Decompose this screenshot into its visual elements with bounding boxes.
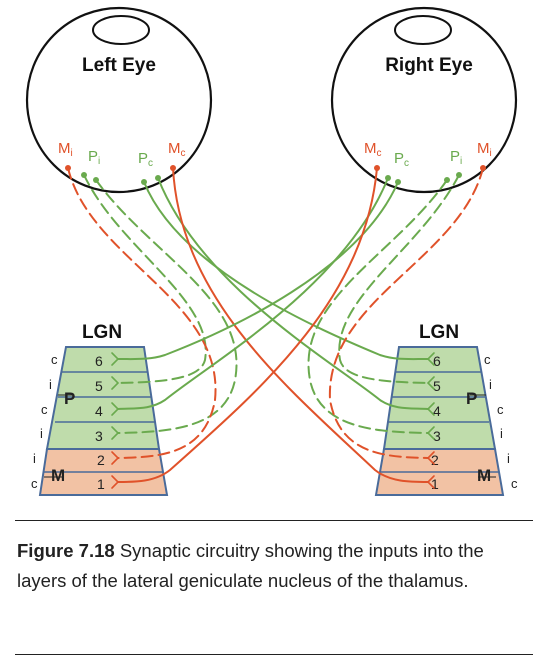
- figure-caption: Figure 7.18 Synaptic circuitry showing t…: [17, 536, 535, 596]
- left-lgn-layer-6: 6: [95, 353, 103, 369]
- right-eye-lens: [394, 15, 452, 45]
- left-lgn-side-4: c: [41, 402, 48, 417]
- right-lgn-side-6: c: [484, 352, 491, 367]
- figure-number: Figure 7.18: [17, 540, 115, 561]
- right-lgn-side-4: c: [497, 402, 504, 417]
- left-lgn-m-label: M: [51, 466, 65, 485]
- right-lgn-layer-4: 4: [433, 403, 441, 419]
- left-eye-cell-mc: Mc: [168, 140, 186, 159]
- right-lgn: LGN 6 5 4 3 2 1 c i c i i c P M: [374, 322, 518, 496]
- path-right-pc-to-left-lgn-4: [117, 177, 389, 410]
- left-eye-lens: [92, 15, 150, 45]
- left-lgn-side-1: c: [31, 476, 38, 491]
- right-eye-cell-mc: Mc: [364, 140, 382, 159]
- right-eye-label: Right Eye: [385, 55, 473, 76]
- path-right-mc-to-left-lgn-1: [117, 167, 378, 483]
- left-lgn-layer-4: 4: [95, 403, 103, 419]
- lgn-circuitry-diagram: Left Eye Right Eye Mi Pi Pc Mc Mc Pc Pi …: [25, 6, 518, 496]
- right-eye-cell-pi: Pi: [450, 148, 462, 167]
- caption-top-rule: [15, 520, 533, 521]
- left-lgn-p-label: P: [64, 389, 75, 408]
- retina-cell-bodies: [65, 165, 486, 185]
- caption-text: Synaptic circuitry showing the inputs in…: [17, 540, 484, 591]
- path-left-pc-to-right-lgn-6: [143, 181, 429, 361]
- path-right-mi-to-right-lgn-2: [328, 167, 484, 459]
- right-lgn-layer-2: 2: [431, 452, 439, 468]
- path-left-pi-to-left-lgn-3: [95, 179, 238, 434]
- right-lgn-layer-6: 6: [433, 353, 441, 369]
- left-lgn-side-2: i: [33, 451, 36, 466]
- right-lgn-title: LGN: [419, 322, 459, 343]
- path-left-mi-to-left-lgn-2: [67, 167, 217, 459]
- left-lgn-side-6: c: [51, 352, 58, 367]
- right-lgn-m-label: M: [477, 466, 491, 485]
- left-eye-cell-pi: Pi: [88, 148, 100, 167]
- left-lgn-layer-2: 2: [97, 452, 105, 468]
- left-eye: Left Eye: [25, 6, 213, 194]
- path-right-pi-to-right-lgn-5: [338, 174, 460, 384]
- right-lgn-side-3: i: [500, 426, 503, 441]
- right-lgn-layer-1: 1: [431, 476, 439, 492]
- right-lgn-layer-5: 5: [433, 378, 441, 394]
- left-lgn-layer-1: 1: [97, 476, 105, 492]
- left-eye-cell-mi: Mi: [58, 140, 73, 159]
- path-left-mc-to-right-lgn-1: [172, 167, 429, 483]
- right-lgn-side-5: i: [489, 377, 492, 392]
- right-eye-cell-pc: Pc: [394, 150, 409, 169]
- left-lgn: LGN 6 5 4 3 2 1 c i c i i c P M: [31, 322, 169, 496]
- right-eye: Right Eye: [330, 6, 518, 194]
- left-lgn-side-5: i: [49, 377, 52, 392]
- path-left-pc-to-right-lgn-4: [157, 177, 429, 410]
- left-lgn-side-3: i: [40, 426, 43, 441]
- right-lgn-p-label: P: [466, 389, 477, 408]
- right-lgn-side-2: i: [507, 451, 510, 466]
- right-lgn-layer-3: 3: [433, 428, 441, 444]
- left-lgn-layer-3: 3: [95, 428, 103, 444]
- right-eye-cell-mi: Mi: [477, 140, 492, 159]
- left-lgn-layer-5: 5: [95, 378, 103, 394]
- left-eye-label: Left Eye: [82, 55, 156, 76]
- left-lgn-title: LGN: [82, 322, 122, 343]
- path-right-pi-to-right-lgn-3: [307, 179, 448, 434]
- left-eye-cell-pc: Pc: [138, 150, 153, 169]
- right-lgn-side-1: c: [511, 476, 518, 491]
- caption-bottom-rule: [15, 654, 533, 655]
